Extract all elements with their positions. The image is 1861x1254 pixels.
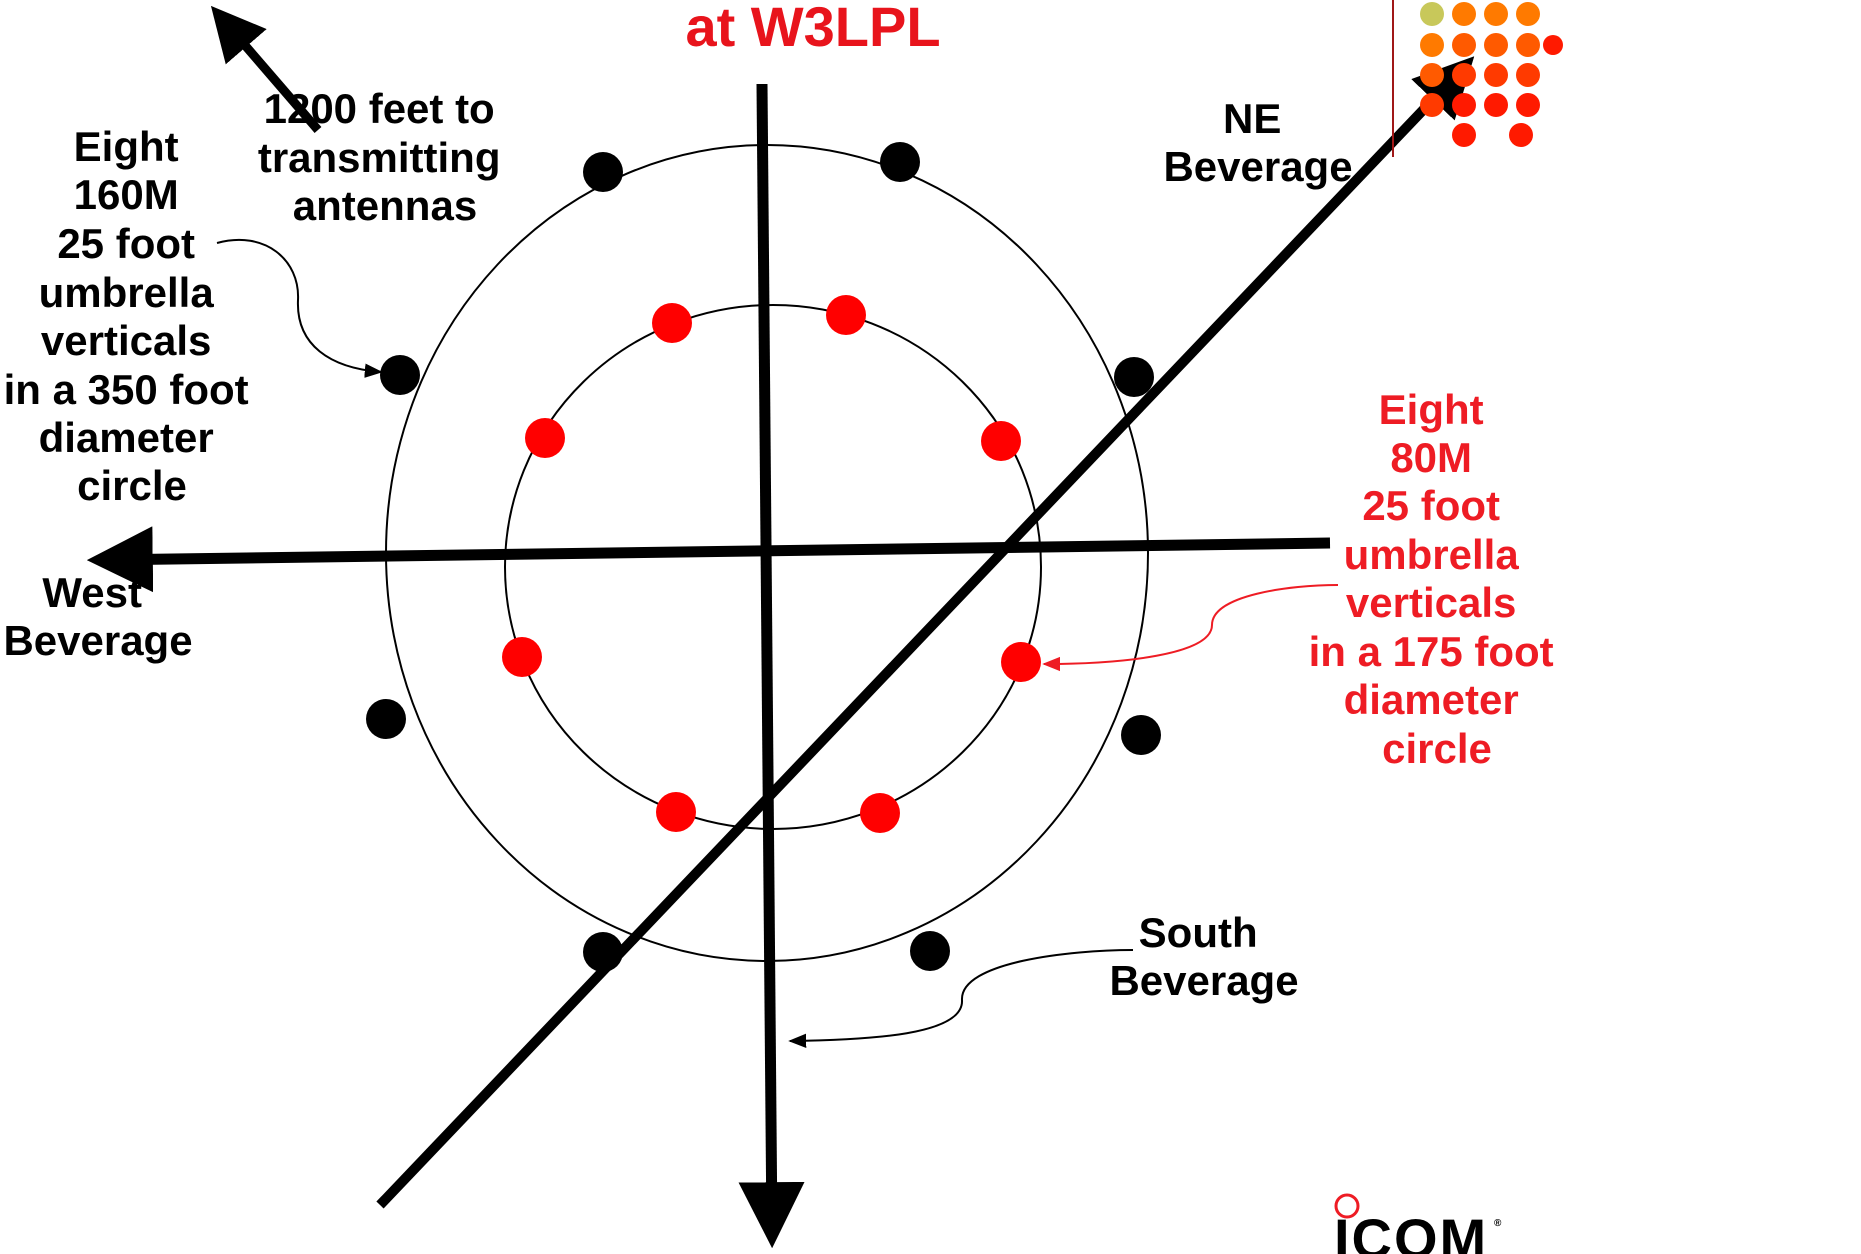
ne-beverage-line xyxy=(376,56,1475,1209)
outer-vertical xyxy=(583,152,623,192)
inner-array-line: circle xyxy=(1382,725,1492,772)
inner-vertical xyxy=(860,793,900,833)
inner-vertical xyxy=(981,421,1021,461)
inner-vertical xyxy=(656,792,696,832)
outer-vertical xyxy=(1114,357,1154,397)
svg-text:ICOM: ICOM xyxy=(1334,1207,1488,1254)
svg-text:®: ® xyxy=(1494,1218,1502,1229)
outer-array-label: Eight 160M 25 foot umbrella verticals in… xyxy=(4,123,261,509)
tx-direction-arrow xyxy=(210,5,322,133)
inner-vertical xyxy=(652,303,692,343)
outer-array-line: in a 350 foot xyxy=(4,366,249,413)
outer-array-callout-line xyxy=(216,238,383,378)
diagram-title: at W3LPL xyxy=(685,0,940,58)
outer-array-verticals xyxy=(366,142,1161,972)
tx-antennas-line: antennas xyxy=(293,182,477,229)
inner-vertical xyxy=(1001,642,1041,682)
inner-array-line: 80M xyxy=(1390,434,1472,481)
outer-array-line: 25 foot xyxy=(57,220,195,267)
icom-logo: ICOM ® xyxy=(1334,1193,1502,1254)
south-beverage-callout-line xyxy=(788,949,1134,1048)
south-beverage-line: South xyxy=(1139,909,1258,956)
inner-array-line: diameter xyxy=(1344,676,1519,723)
tx-antennas-label: 1200 feet to transmitting antennas xyxy=(258,85,512,229)
west-beverage-line: West xyxy=(42,569,142,616)
inner-array-line: verticals xyxy=(1346,579,1516,626)
inner-array-callout-line xyxy=(1042,584,1339,672)
inner-vertical xyxy=(502,637,542,677)
outer-array-line: Eight xyxy=(74,123,179,170)
ne-beverage-label: NE Beverage xyxy=(1163,95,1352,190)
outer-array-line: 160M xyxy=(74,171,179,218)
inner-array-line: Eight xyxy=(1379,386,1484,433)
outer-array-line: diameter xyxy=(39,414,214,461)
inner-vertical xyxy=(525,418,565,458)
south-beverage-label: South Beverage xyxy=(1109,909,1298,1004)
tx-antennas-line: 1200 feet to xyxy=(264,85,495,132)
outer-array-line: circle xyxy=(77,462,187,509)
outer-array-line: umbrella xyxy=(39,269,215,316)
west-beverage-line xyxy=(86,526,1331,593)
inner-array-label: Eight 80M 25 foot umbrella verticals in … xyxy=(1309,386,1566,772)
south-beverage-line: Beverage xyxy=(1109,957,1298,1004)
inner-array-line: in a 175 foot xyxy=(1309,628,1554,675)
west-beverage-label: West Beverage xyxy=(3,569,192,664)
inner-vertical xyxy=(826,295,866,335)
inner-array-verticals xyxy=(502,295,1041,833)
outer-array-line: verticals xyxy=(41,317,211,364)
ne-beverage-line: Beverage xyxy=(1163,143,1352,190)
outer-vertical xyxy=(380,355,420,395)
outer-vertical xyxy=(583,932,623,972)
ne-beverage-line: NE xyxy=(1223,95,1281,142)
west-beverage-line: Beverage xyxy=(3,617,192,664)
outer-vertical xyxy=(910,931,950,971)
tx-antennas-line: transmitting xyxy=(258,134,501,181)
vertical-axis-south-beverage xyxy=(738,83,805,1249)
dot-grid-decoration-icon xyxy=(1420,2,1563,147)
inner-array-line: 25 foot xyxy=(1362,482,1500,529)
outer-vertical xyxy=(366,699,406,739)
inner-array-line: umbrella xyxy=(1344,531,1520,578)
outer-vertical xyxy=(1121,715,1161,755)
outer-vertical xyxy=(880,142,920,182)
